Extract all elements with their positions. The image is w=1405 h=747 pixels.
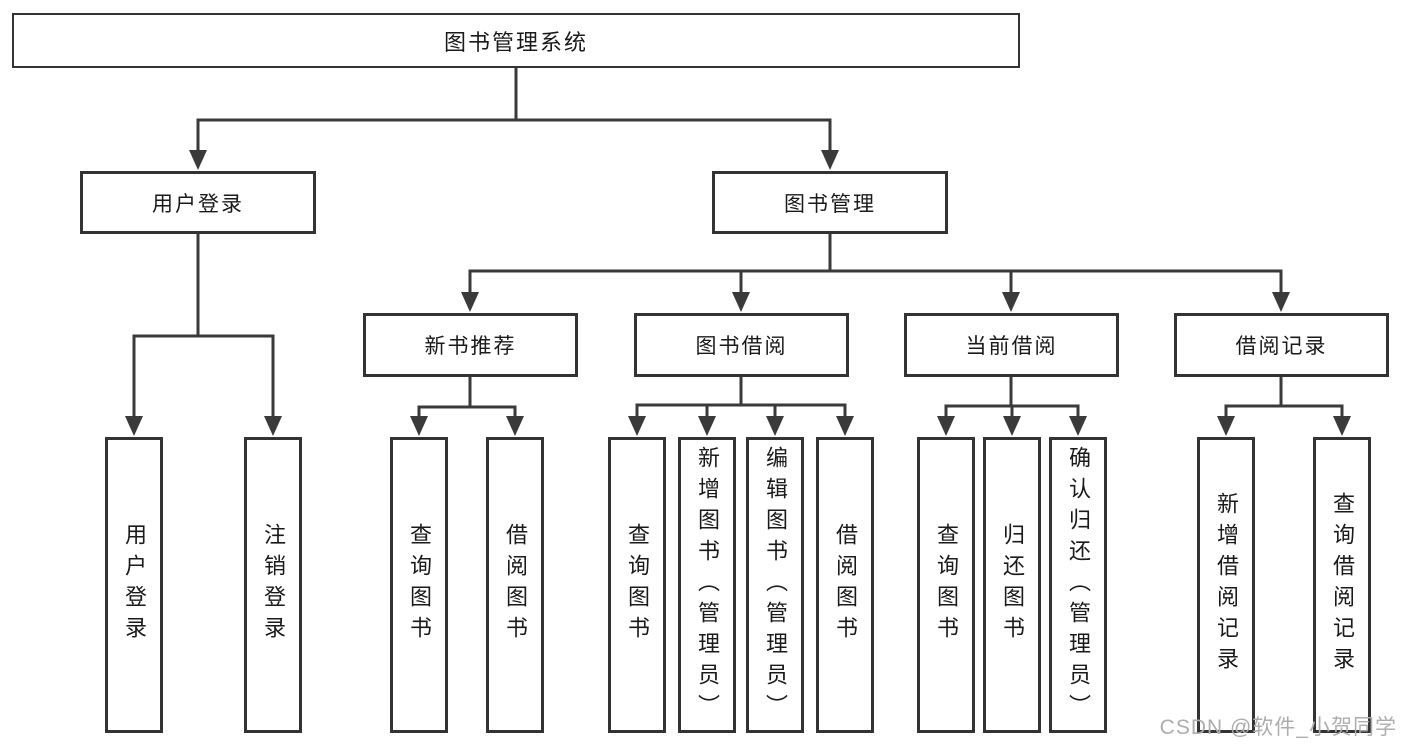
node-user-login: 用户登录 [80,171,316,234]
leaf-edit-book-admin: 编辑图书（管理员） [746,437,804,733]
node-current-borrow: 当前借阅 [904,313,1119,377]
leaf-return-book: 归还图书 [983,437,1041,733]
node-borrow-records: 借阅记录 [1174,313,1389,377]
leaf-borrow-books: 借阅图书 [816,437,874,733]
leaf-query-books-borrow: 查询图书 [608,437,666,733]
leaf-add-book-admin: 新增图书（管理员） [678,437,736,733]
leaf-confirm-return-admin: 确认归还（管理员） [1049,437,1107,733]
leaf-query-books-current: 查询图书 [917,437,975,733]
watermark: CSDN @软件_小贺同学 [1159,716,1397,739]
node-root: 图书管理系统 [12,13,1020,68]
leaf-query-borrow-record: 查询借阅记录 [1313,437,1371,733]
leaf-query-books-recommend: 查询图书 [390,437,448,733]
node-new-book-recommend: 新书推荐 [363,313,578,377]
leaf-logout: 注销登录 [244,437,302,733]
leaf-borrow-books-recommend: 借阅图书 [486,437,544,733]
leaf-add-borrow-record: 新增借阅记录 [1197,437,1255,733]
leaf-user-login: 用户登录 [105,437,163,733]
node-book-borrow: 图书借阅 [634,313,849,377]
node-book-management: 图书管理 [712,171,948,234]
